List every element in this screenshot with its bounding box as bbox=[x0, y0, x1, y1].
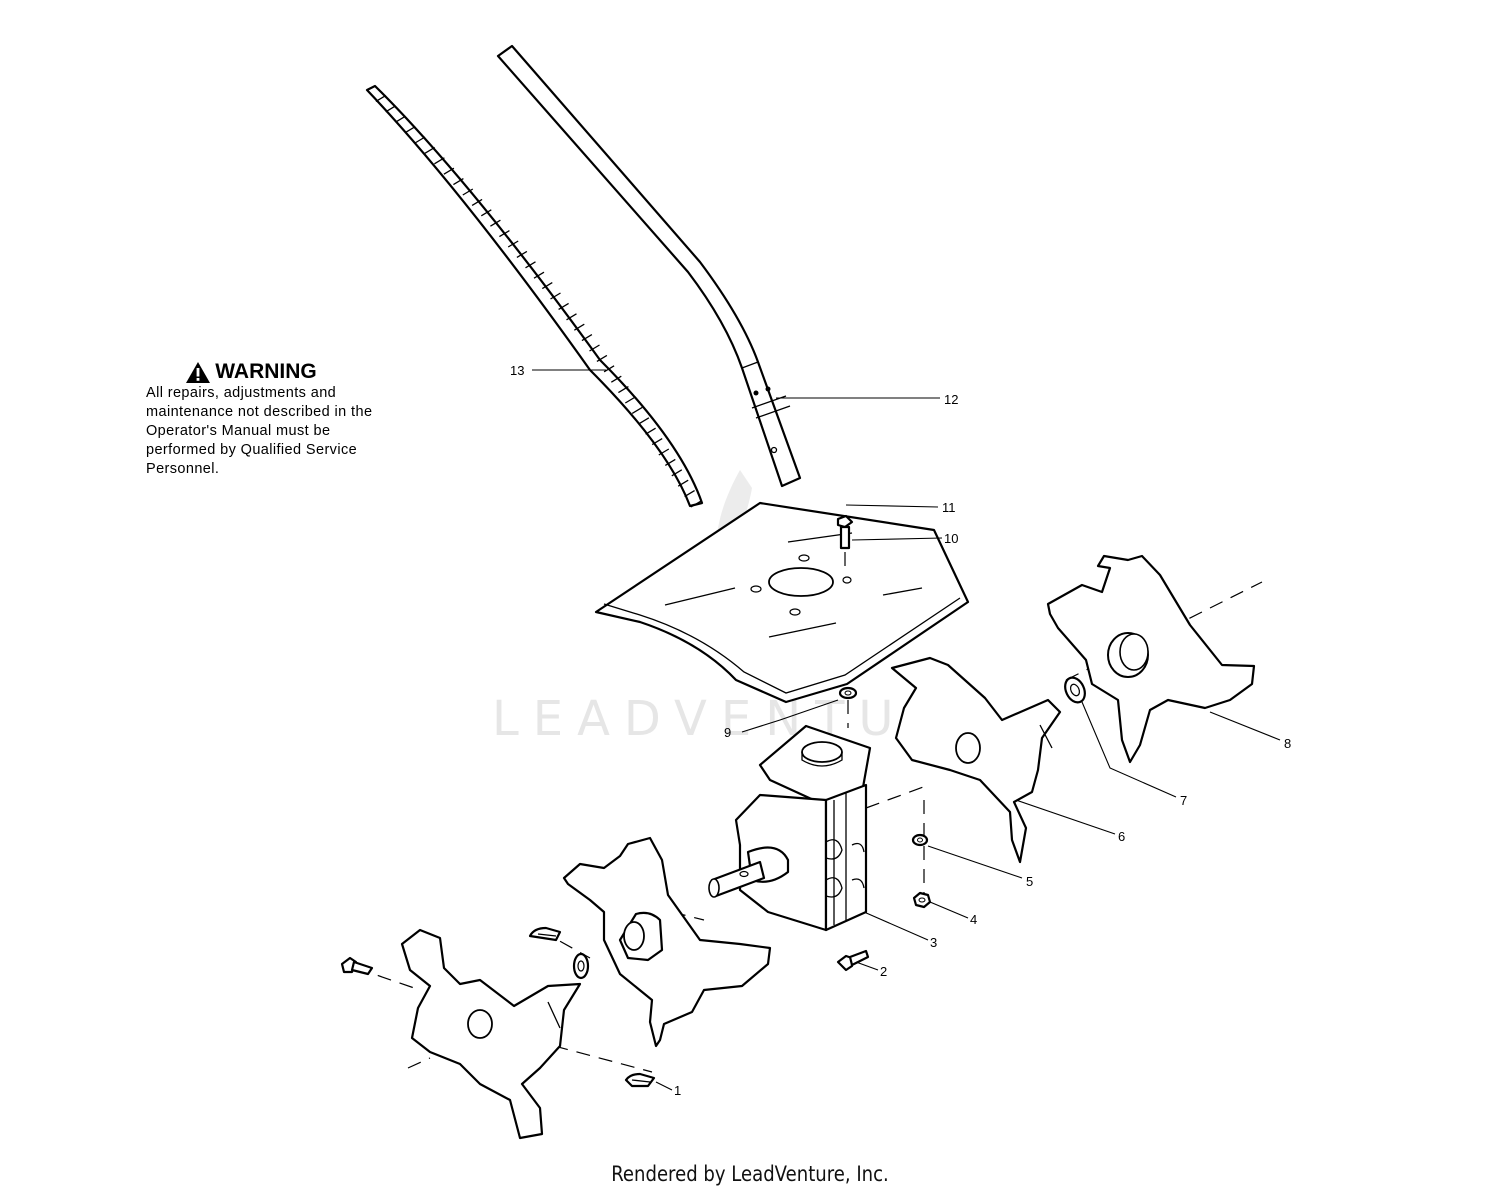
washer-part-5 bbox=[911, 833, 929, 847]
warning-heading: WARNING bbox=[146, 360, 356, 384]
callout-13: 13 bbox=[510, 363, 524, 378]
washer-left bbox=[572, 952, 590, 980]
warning-title: WARNING bbox=[215, 360, 317, 383]
tine-shield-part-11 bbox=[594, 501, 970, 704]
cotter-pin-part-1 bbox=[624, 1072, 656, 1088]
callout-11: 11 bbox=[942, 500, 956, 515]
washer-part-7 bbox=[1064, 676, 1086, 704]
warning-body: All repairs, adjustments and maintenance… bbox=[146, 385, 373, 477]
handle-tube-part-12 bbox=[496, 44, 802, 488]
leader-lines bbox=[532, 369, 1281, 1091]
grip-sleeve-part-13 bbox=[365, 84, 704, 508]
callout-7: 7 bbox=[1180, 793, 1187, 808]
tine-left-outer bbox=[400, 928, 582, 1140]
cotter-pin-left bbox=[528, 926, 562, 942]
clevis-pin-left bbox=[340, 956, 374, 976]
gearbox-part-3 bbox=[708, 783, 868, 932]
callout-3: 3 bbox=[930, 935, 937, 950]
callout-9: 9 bbox=[724, 725, 731, 740]
callout-8: 8 bbox=[1284, 736, 1291, 751]
tine-left-inner bbox=[562, 836, 772, 1048]
tine-part-8 bbox=[1046, 554, 1256, 764]
tine-part-6 bbox=[890, 656, 1062, 864]
callout-labels: 1 2 3 4 5 6 7 8 9 10 11 12 13 bbox=[510, 363, 1291, 1098]
nut-part-4 bbox=[912, 891, 932, 909]
clevis-pin-part-2 bbox=[836, 949, 870, 972]
callout-6: 6 bbox=[1118, 829, 1125, 844]
callout-5: 5 bbox=[1026, 874, 1033, 889]
washer-part-9 bbox=[838, 686, 858, 728]
warning-notice: WARNING All repairs, adjustments and mai… bbox=[146, 360, 396, 479]
callout-1: 1 bbox=[674, 1083, 681, 1098]
callout-10: 10 bbox=[944, 531, 958, 546]
bolt-part-10 bbox=[836, 514, 854, 575]
callout-2: 2 bbox=[880, 964, 887, 979]
callout-12: 12 bbox=[944, 392, 958, 407]
callout-4: 4 bbox=[970, 912, 977, 927]
warning-triangle-icon bbox=[186, 361, 211, 383]
footer-credit: Rendered by LeadVenture, Inc. bbox=[611, 1162, 889, 1186]
